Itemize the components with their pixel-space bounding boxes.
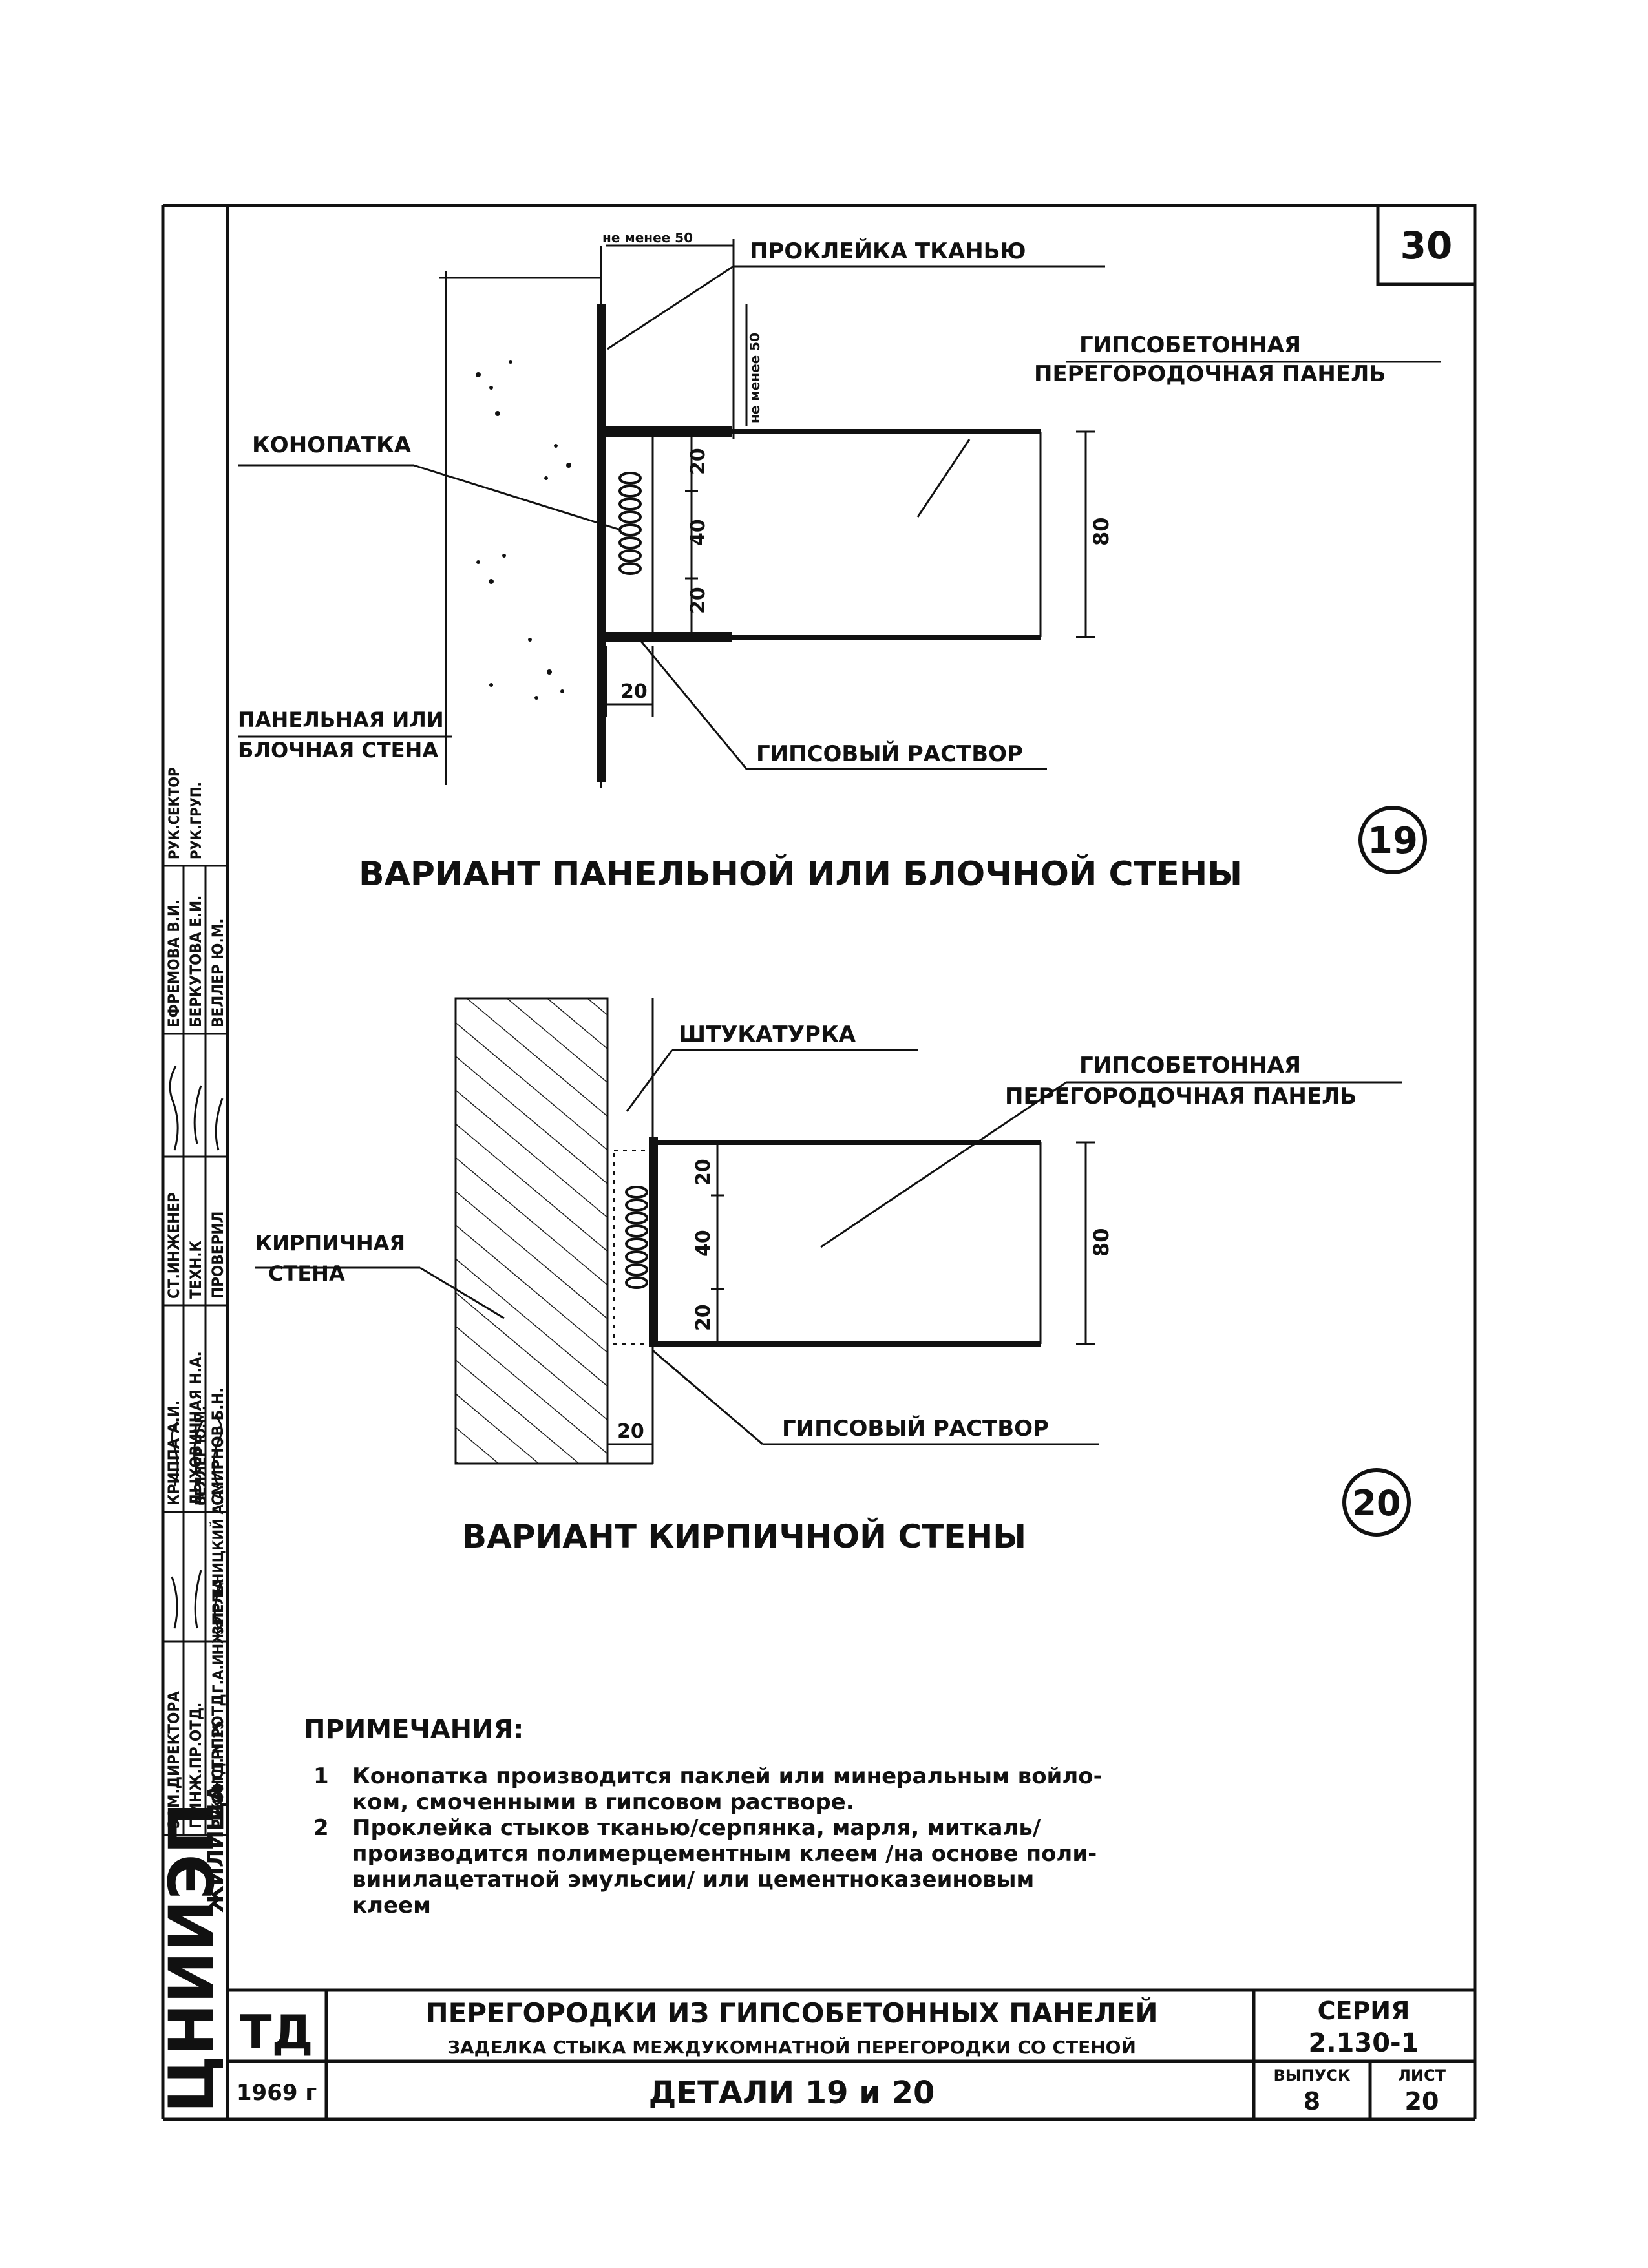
d19-label-wall-1: ПАНЕЛЬНАЯ ИЛИ <box>238 708 444 732</box>
stamp-name-2: ДЫХОВИЧНАЯ Н.А. <box>187 1351 205 1506</box>
series-value: 2.130-1 <box>1309 2028 1419 2058</box>
note-1-num: 1 <box>313 1763 329 1789</box>
sheet-number-box: 30 <box>1376 204 1477 286</box>
d20-label-panel-2: ПЕРЕГОРОДОЧНАЯ ПАНЕЛЬ <box>1005 1084 1357 1109</box>
d20-label-wall-2: СТЕНА <box>268 1261 345 1286</box>
stamp-left-rows: ЗАМ.ДИРЕКТОРА Г.ИНЖ.ПР.ОТД. Г.КОНСТРПРОТ… <box>165 767 227 1829</box>
title-line-1: ПЕРЕГОРОДКИ ИЗ ГИПСОБЕТОННЫХ ПАНЕЛЕЙ <box>425 1997 1157 2029</box>
d19-dim-20-top: 20 <box>687 448 710 475</box>
title-line-2: ЗАДЕЛКА СТЫКА МЕЖДУКОМНАТНОЙ ПЕРЕГОРОДКИ… <box>447 2036 1136 2058</box>
detail-20: 20 40 20 80 20 ШТУКАТУРКА ГИПСОБЕТОННАЯ … <box>255 997 1411 1555</box>
stamp-name-5: ВЕЛЛЕР Ю.М. <box>193 1406 209 1506</box>
org-stamp: ЦНИИЭП ЖИЛИЩА РУК.ОТД. N 15 ЗМЕЛЬНИЦКИЙ … <box>156 1406 229 2113</box>
stamp-right-role-2: ТЕХН.К <box>187 1241 205 1299</box>
stamp-role-1: ЗАМ.ДИРЕКТОРА <box>165 1691 183 1829</box>
d20-dim-80: 80 <box>1089 1228 1114 1257</box>
sheet-label: ЛИСТ <box>1398 2066 1446 2084</box>
sheet-value: 20 <box>1405 2087 1439 2116</box>
d20-dim-20-bottom: 20 <box>692 1304 715 1331</box>
org-suffix: ЖИЛИЩА <box>203 1784 229 1913</box>
stamp-right-role-1: СТ.ИНЖЕНЕР <box>165 1192 183 1299</box>
note-2-line-4: клеем <box>352 1893 431 1918</box>
stamp-extra-2: РУК.ГРУП. <box>189 782 205 859</box>
d20-dim-40: 40 <box>692 1230 715 1257</box>
issue-label: ВЫПУСК <box>1274 2066 1351 2084</box>
d20-number: 20 <box>1352 1483 1400 1524</box>
d19-min50-side: не менее 50 <box>747 333 763 423</box>
sheet-number: 30 <box>1400 224 1453 268</box>
d20-brick-wall <box>454 997 609 1465</box>
d19-label-cloth: ПРОКЛЕЙКА ТКАНЬЮ <box>750 238 1026 264</box>
d19-number: 19 <box>1368 820 1418 862</box>
d20-dim-20-gap: 20 <box>617 1420 644 1443</box>
d19-min50-top: не менее 50 <box>602 230 693 246</box>
sheet-title: ДЕТАЛИ 19 и 20 <box>649 2075 935 2111</box>
title-year: 1969 г <box>237 2080 317 2106</box>
d19-label-panel-1: ГИПСОБЕТОННАЯ <box>1079 332 1301 358</box>
detail-19: 20 40 20 80 20 не менее 50 не менее 50 П… <box>238 230 1441 894</box>
notes-heading: ПРИМЕЧАНИЯ: <box>304 1715 523 1745</box>
stamp-right-name-2: БЕРКУТОВА Е.И. <box>187 896 205 1027</box>
note-1-line-2: ком, смоченными в гипсовом растворе. <box>352 1789 854 1815</box>
stamp-role-5: Г.А.ИНЖ.ПР-ТА <box>211 1579 227 1693</box>
note-2-line-3: винилацетатной эмульсии/ или цементноказ… <box>352 1867 1034 1893</box>
d20-caption: ВАРИАНТ КИРПИЧНОЙ СТЕНЫ <box>462 1517 1026 1555</box>
stamp-role-4: РУК.ОТД. N 15 <box>211 1721 227 1829</box>
d19-label-mortar: ГИПСОВЫЙ РАСТВОР <box>756 740 1023 767</box>
stamp-extra-1: РУК.СЕКТОР <box>167 767 183 859</box>
d19-dim-20-bottom: 20 <box>687 587 710 614</box>
title-block <box>227 1988 1475 2119</box>
d19-label-panel-2: ПЕРЕГОРОДОЧНАЯ ПАНЕЛЬ <box>1034 361 1386 387</box>
note-1-line-1: Конопатка производится паклей или минера… <box>352 1763 1103 1789</box>
d19-dim-80: 80 <box>1089 517 1114 546</box>
d20-dim-20-top: 20 <box>692 1159 715 1186</box>
d20-label-plaster: ШТУКАТУРКА <box>679 1022 856 1047</box>
org-name: ЦНИИЭП <box>156 1802 228 2113</box>
stamp-right-name-1: ЕФРЕМОВА В.И. <box>165 899 183 1027</box>
notes-block: ПРИМЕЧАНИЯ: 1 Конопатка производится пак… <box>304 1715 1103 1918</box>
d19-number-circle <box>1358 806 1427 874</box>
d20-number-circle <box>1342 1468 1411 1537</box>
d20-label-panel-1: ГИПСОБЕТОННАЯ <box>1079 1053 1301 1078</box>
stamp-column <box>163 865 229 2119</box>
stamp-right-name-3: ВЕЛЛЕР Ю.М. <box>209 919 227 1027</box>
title-block-text: ТД 1969 г ПЕРЕГОРОДКИ ИЗ ГИПСОБЕТОННЫХ П… <box>237 1997 1446 2116</box>
stamp-name-1: КРИППА А.И. <box>165 1400 183 1506</box>
note-2-line-1: Проклейка стыков тканью/серпянка, марля,… <box>352 1815 1041 1841</box>
d19-label-caulking: КОНОПАТКА <box>252 432 412 458</box>
d19-label-wall-2: БЛОЧНАЯ СТЕНА <box>238 738 438 762</box>
note-2-num: 2 <box>313 1815 329 1841</box>
d20-label-mortar: ГИПСОВЫЙ РАСТВОР <box>782 1415 1049 1442</box>
stamp-name-4: ЗМЕЛЬНИЦКИЙ А.А. <box>210 1485 227 1635</box>
issue-value: 8 <box>1304 2087 1320 2116</box>
d19-caption: ВАРИАНТ ПАНЕЛЬНОЙ ИЛИ БЛОЧНОЙ СТЕНЫ <box>359 854 1242 894</box>
stamp-role-2: Г.ИНЖ.ПР.ОТД. <box>187 1703 205 1829</box>
d20-label-wall-1: КИРПИЧНАЯ <box>255 1231 405 1255</box>
series-label: СЕРИЯ <box>1318 1997 1410 2025</box>
d19-dim-20-gap: 20 <box>620 680 648 703</box>
stamp-role-3: Г.КОНСТРПРОТД. <box>209 1688 227 1829</box>
note-2-line-2: производится полимерцементным клеем /на … <box>352 1841 1097 1867</box>
title-code: ТД <box>240 2005 313 2059</box>
d19-dim-40: 40 <box>687 519 710 546</box>
stamp-right-role-3: ПРОВЕРИЛ <box>209 1212 227 1299</box>
